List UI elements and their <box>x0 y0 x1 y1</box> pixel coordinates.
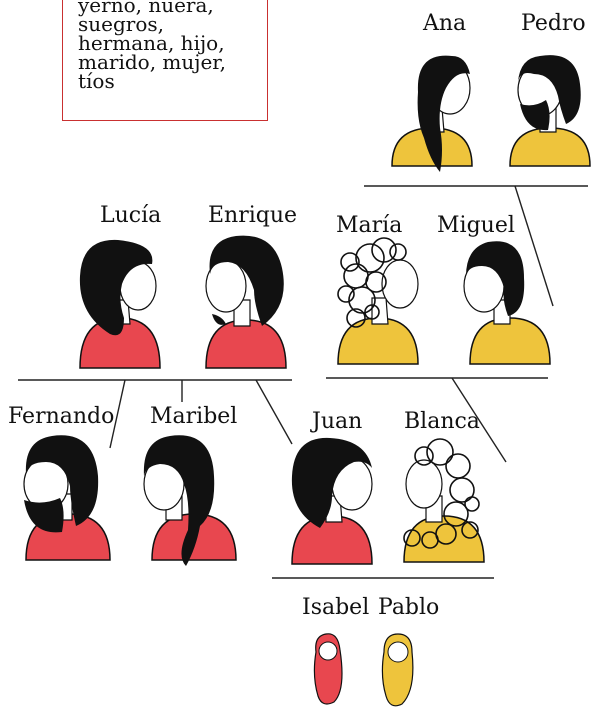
name-blanca: Blanca <box>404 409 480 434</box>
name-enrique: Enrique <box>208 203 298 228</box>
portrait-pablo <box>381 633 414 707</box>
name-fernando: Fernando <box>8 404 115 429</box>
portrait-pedro <box>509 55 591 167</box>
portrait-fernando <box>23 435 111 561</box>
tree-lines <box>18 185 588 579</box>
name-maribel: Maribel <box>150 404 238 429</box>
branch-line-to-fernando <box>109 379 126 449</box>
branch-line-to-blanca <box>451 377 507 463</box>
branch-line-to-juan <box>255 379 293 445</box>
name-juan: Juan <box>312 409 363 434</box>
name-lucia: Lucía <box>100 203 162 228</box>
portrait-blanca <box>403 438 485 563</box>
vocabulary-list: yerno, nuera, suegros, hermana, hijo, ma… <box>78 0 227 93</box>
portrait-lucia <box>79 239 161 369</box>
name-isabel: Isabel <box>302 595 370 620</box>
portrait-maria <box>337 237 419 365</box>
vocabulary-box: yerno, nuera, suegros, hermana, hijo, ma… <box>62 0 268 121</box>
portrait-ana <box>391 55 473 172</box>
portrait-miguel <box>463 241 551 365</box>
name-maria: María <box>336 213 403 238</box>
name-miguel: Miguel <box>437 213 515 238</box>
name-pedro: Pedro <box>521 11 586 36</box>
portrait-enrique <box>205 235 287 369</box>
name-pablo: Pablo <box>378 595 440 620</box>
portrait-juan <box>291 437 373 565</box>
branch-line-ana-pedro <box>514 185 554 307</box>
name-ana: Ana <box>423 11 467 36</box>
portrait-maribel <box>143 435 237 566</box>
portrait-isabel <box>313 633 343 705</box>
